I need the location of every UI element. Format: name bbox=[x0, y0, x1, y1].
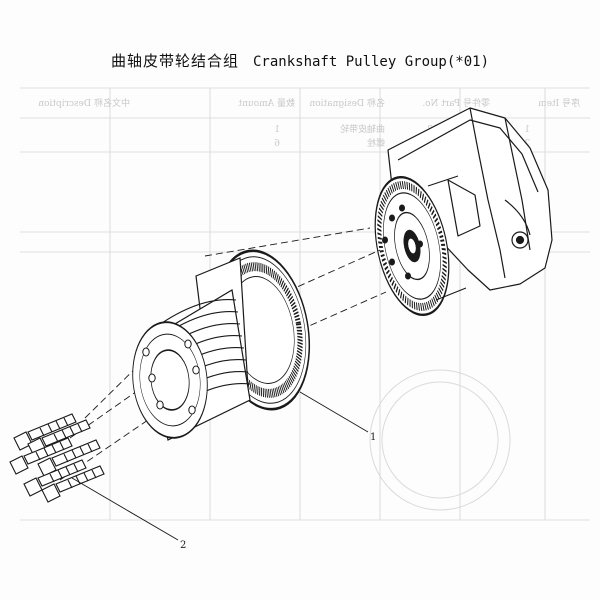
crankshaft-pulley bbox=[132, 249, 311, 441]
title-english: Crankshaft Pulley Group(*01) bbox=[253, 54, 490, 70]
ghost-header-3: 数量 Amount bbox=[238, 97, 295, 109]
ghost-header-1: 零件号 Part No. bbox=[422, 97, 490, 109]
callout-leaders bbox=[71, 391, 369, 541]
ghost-header-4: 中文名称 Description bbox=[38, 97, 130, 109]
title-chinese: 曲轴皮带轮结合组 bbox=[110, 52, 239, 70]
crankshaft-gear bbox=[374, 175, 467, 317]
ghost-cell-0-0: 1 bbox=[524, 125, 530, 135]
pulley-bolts bbox=[9, 413, 105, 503]
gear-bolt-holes bbox=[382, 204, 423, 280]
engine-housing bbox=[387, 107, 553, 291]
bolt bbox=[37, 439, 101, 477]
ghost-cell-0-2: 曲轴皮带轮 bbox=[340, 123, 385, 135]
callout-2: 2 bbox=[180, 540, 186, 551]
ghost-cell-1-3: 6 bbox=[274, 139, 280, 149]
bleed-through-table bbox=[20, 87, 590, 521]
ghost-stamp bbox=[369, 369, 511, 511]
callout-1: 1 bbox=[370, 432, 376, 443]
ghost-header-2: 名称 Designation bbox=[309, 97, 385, 109]
ghost-cell-1-2: 螺栓 bbox=[367, 137, 385, 149]
bolt bbox=[41, 465, 105, 503]
ghost-header-0: 序号 Item bbox=[538, 97, 580, 109]
bolt bbox=[9, 437, 73, 475]
ghost-cell-0-3: 1 bbox=[274, 125, 280, 135]
page-title: 曲轴皮带轮结合组 Crankshaft Pulley Group(*01) bbox=[0, 50, 600, 71]
pulley-bolt-holes bbox=[142, 339, 200, 415]
